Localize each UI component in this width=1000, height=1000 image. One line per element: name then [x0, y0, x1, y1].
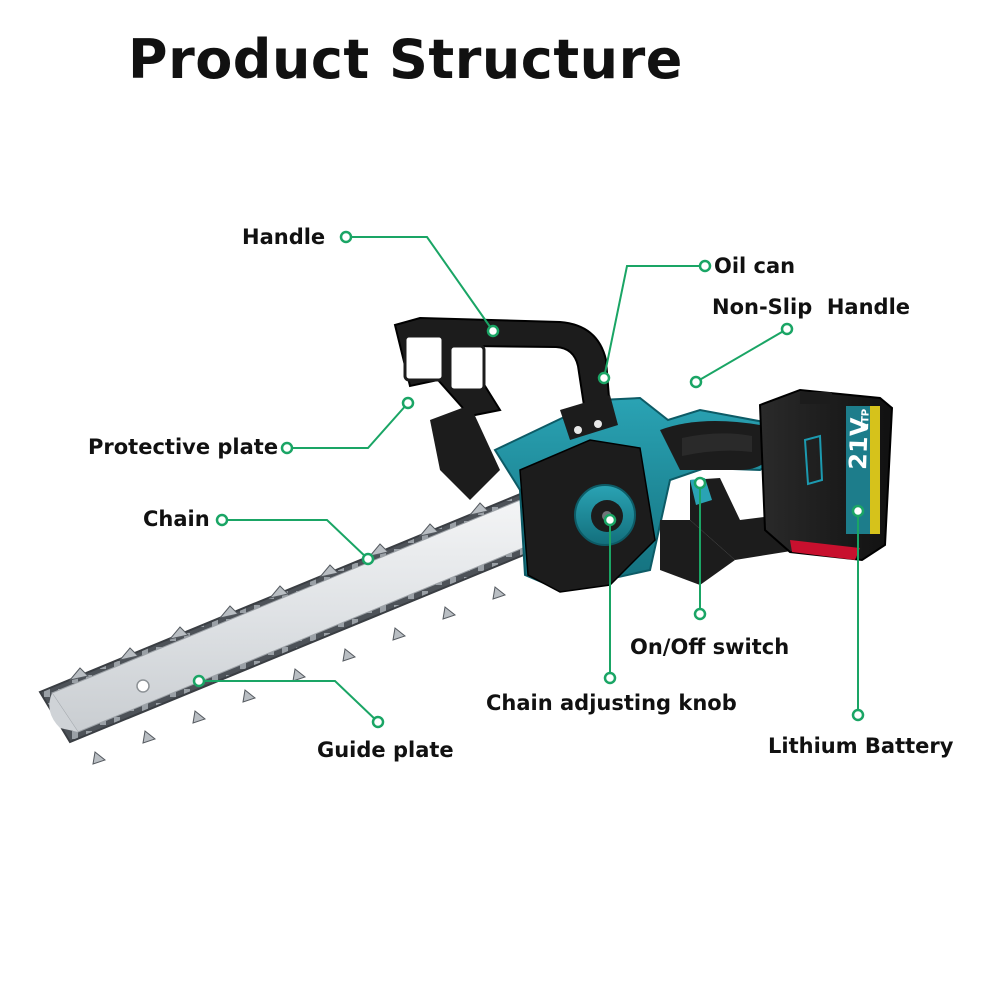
label-chain-adjusting-knob: Chain adjusting knob — [486, 691, 737, 715]
chain-teeth — [68, 502, 507, 765]
label-chain: Chain — [143, 507, 210, 531]
guide-bar — [38, 486, 562, 765]
label-oil-can: Oil can — [714, 254, 796, 278]
label-protective-plate: Protective plate — [88, 435, 279, 459]
callout-dots — [192, 230, 865, 729]
top-handle — [393, 316, 612, 418]
battery-voltage: 21V — [844, 417, 874, 470]
page-title: Product Structure — [128, 28, 683, 91]
callout-lines — [199, 236, 859, 723]
label-guide-plate: Guide plate — [317, 738, 454, 762]
protective-plate — [430, 405, 500, 500]
label-non-slip-handle: Non-Slip Handle — [712, 295, 911, 319]
label-lithium-battery: Lithium Battery — [768, 734, 954, 758]
battery-pack: 21V ETP — [758, 388, 894, 562]
label-on-off-switch: On/Off switch — [630, 635, 790, 659]
label-handle: Handle — [242, 225, 326, 249]
battery-brand: ETP — [860, 409, 872, 430]
